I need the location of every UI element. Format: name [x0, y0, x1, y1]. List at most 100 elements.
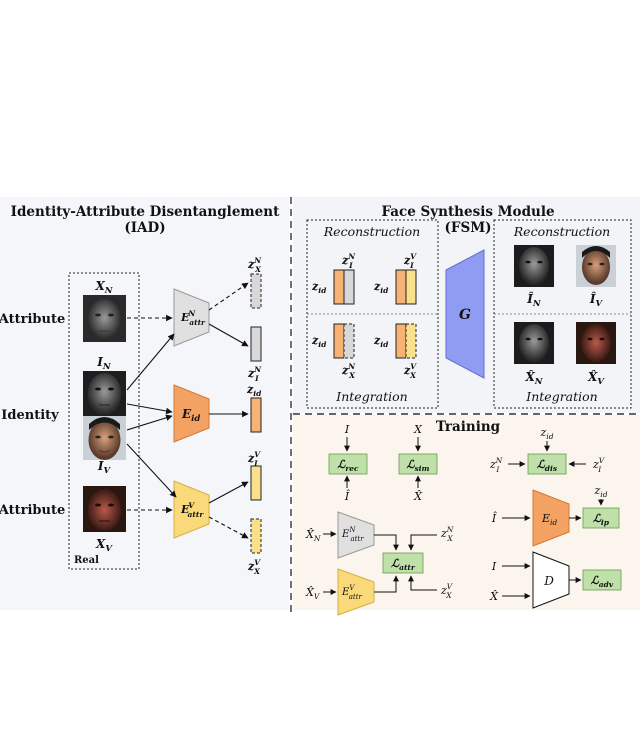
output-xn-hat-label: X̂N — [524, 369, 543, 387]
loss-dis-label: ℒdis — [537, 458, 558, 473]
arrow-zxn-to-lattr — [408, 534, 437, 551]
arrow-in-to-eattr — [126, 333, 175, 391]
output-face-xv-hat — [576, 322, 616, 364]
encoder-attr-v — [173, 480, 210, 539]
face-image-xn — [83, 295, 126, 342]
discriminator-d-label: D — [543, 574, 554, 588]
fsm-integ-v-zid — [395, 323, 407, 359]
row-label-attribute-bottom: Attribute — [0, 503, 65, 518]
sym-ihat-rec: Î — [344, 489, 350, 503]
fsm-integration-right: Integration — [525, 389, 597, 404]
code-zid-label: zid — [246, 383, 262, 398]
attr-xn-hat-label: X̂N — [305, 528, 321, 543]
code-zin — [250, 326, 262, 362]
real-label: Real — [74, 555, 99, 566]
fsm-recon-v-zid — [395, 269, 407, 305]
code-zxv — [250, 518, 262, 554]
fsm-title: Face Synthesis Module — [381, 204, 554, 220]
face-image-in — [83, 371, 126, 416]
training-title: Training — [436, 419, 501, 435]
label-xv: XV — [95, 537, 113, 554]
encoder-attr-n — [173, 288, 210, 347]
fsm-integ-n-zid — [333, 323, 345, 359]
attr-xv-hat-label: X̂V — [305, 586, 321, 601]
generator-g — [445, 249, 485, 379]
face-image-xv — [83, 486, 126, 532]
output-in-hat-label: ÎN — [526, 291, 542, 309]
loss-rec-label: ℒrec — [337, 458, 359, 473]
arrow-eattrn-to-lattr — [374, 534, 399, 551]
output-iv-hat-label: ÎV — [589, 291, 604, 309]
training-encoder-id-label: Eid — [541, 512, 557, 527]
left-panel — [0, 197, 289, 610]
sym-i-rec: I — [344, 423, 350, 436]
fsm-zid-label-1: zid — [311, 280, 327, 295]
arrow-eattrv-to-ziv — [208, 481, 249, 504]
real-images-box — [68, 272, 140, 570]
label-in: IN — [96, 355, 112, 372]
adv-i-label: I — [491, 560, 497, 573]
row-label-identity: Identity — [1, 408, 59, 423]
face-image-iv — [83, 416, 126, 460]
loss-sim-box — [398, 453, 438, 475]
loss-dis-box — [527, 453, 567, 475]
arrow-eattrn-to-zin — [208, 323, 249, 347]
fsm-recon-v-zattr — [405, 269, 417, 305]
row-label-attribute-top: Attribute — [0, 312, 65, 327]
label-xn: XN — [94, 279, 113, 296]
ip-ihat-label: Î — [491, 511, 497, 525]
arrow-in-to-eid — [126, 403, 173, 415]
fsm-zid-label-4: zid — [373, 334, 389, 349]
loss-ip-label: ℒip — [593, 512, 610, 527]
code-zxn — [250, 273, 262, 309]
discriminator-d — [532, 551, 570, 609]
code-ziv — [250, 465, 262, 501]
output-face-in-hat — [514, 245, 554, 287]
arrow-iv-to-eattrv — [126, 443, 177, 498]
arrow-iv-to-eid — [126, 414, 173, 431]
fsm-recon-n-zattr — [343, 269, 355, 305]
training-encoder-attr-v — [337, 568, 375, 616]
fsm-integ-n-zattr — [343, 323, 355, 359]
fsm-integ-v-zattr — [405, 323, 417, 359]
label-iv: IV — [97, 459, 112, 476]
sym-x-sim: X — [413, 423, 423, 436]
fsm-reconstruction-left: Reconstruction — [323, 224, 420, 239]
encoder-id-label: Eid — [181, 407, 200, 424]
loss-ip-box — [582, 507, 620, 529]
loss-rec-box — [328, 453, 368, 475]
arrow-eattrn-to-zxn — [208, 282, 249, 311]
fsm-recon-n-zid — [333, 269, 345, 305]
arrow-eattrv-to-lattr — [374, 575, 399, 593]
code-zid — [250, 397, 262, 433]
training-encoder-attr-n — [337, 511, 375, 559]
sym-xhat-sim: X̂ — [413, 490, 423, 503]
output-xv-hat-label: X̂V — [587, 369, 605, 387]
ip-zid-label: zid — [594, 484, 608, 499]
loss-adv-label: ℒadv — [591, 574, 614, 589]
iad-title-line2: (IAD) — [124, 220, 165, 236]
fsm-zid-label-2: zid — [373, 280, 389, 295]
encoder-id — [173, 384, 210, 443]
training-encoder-id — [532, 489, 570, 547]
fsm-zid-label-3: zid — [311, 334, 327, 349]
loss-attr-label: ℒattr — [391, 557, 416, 572]
iad-title-line1: Identity-Attribute Disentanglement — [11, 204, 280, 220]
loss-attr-box — [382, 552, 424, 574]
